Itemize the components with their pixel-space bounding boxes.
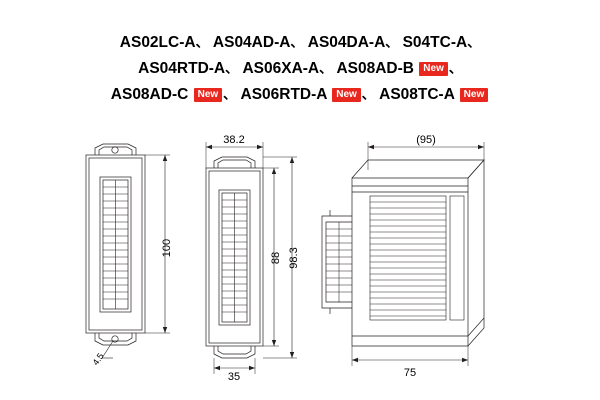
- title-separator: 、: [290, 35, 304, 50]
- dimension-iso-depth: (95): [416, 134, 436, 146]
- model-name-as04ad-a: AS04AD-A: [212, 34, 291, 51]
- title-separator: 、: [385, 35, 399, 50]
- title-separator: 、: [223, 87, 237, 102]
- dimension-side-height-inner: 88: [270, 252, 282, 264]
- title-line-1: AS02LC-A、 AS04AD-A、 AS04DA-A、 S04TC-A、: [0, 30, 600, 56]
- dimension-side-height-outer: 98.3: [288, 247, 300, 268]
- title-separator: 、: [319, 61, 333, 76]
- new-badge: New: [332, 88, 361, 102]
- dimension-iso-width: 75: [404, 367, 416, 379]
- drawing-svg: 100 4.5 38.2 35 88 98.3 (95) 75: [85, 134, 485, 380]
- dimension-mount-hole: 4.5: [90, 351, 105, 367]
- isometric-view: [321, 142, 485, 366]
- side-view: [205, 142, 297, 374]
- new-badge: New: [193, 88, 223, 102]
- dimension-side-width: 38.2: [223, 134, 244, 146]
- model-name-s04tc-a: S04TC-A: [402, 34, 468, 51]
- dimension-front-height: 100: [161, 239, 173, 257]
- model-name-as04rtd-a: AS04RTD-A: [138, 60, 226, 77]
- technical-drawing: 100 4.5 38.2 35 88 98.3 (95) 75: [0, 130, 600, 380]
- model-name-as08ad-c: AS08AD-C: [110, 86, 189, 103]
- model-name-as04da-a: AS04DA-A: [307, 34, 386, 51]
- title-separator: 、: [361, 87, 375, 102]
- front-view: [85, 143, 170, 359]
- model-name-as08ad-b: AS08AD-B: [336, 60, 414, 77]
- title-line-2: AS04RTD-A、 AS06XA-A、 AS08AD-B New、: [0, 56, 600, 82]
- new-badge: New: [459, 88, 489, 102]
- title-line-3: AS08AD-C New、 AS06RTD-A New、 AS08TC-A Ne…: [0, 82, 600, 108]
- new-badge: New: [419, 62, 448, 76]
- title-separator: 、: [448, 61, 462, 76]
- model-name-as02lc-a: AS02LC-A: [119, 34, 196, 51]
- dimension-side-bottom-width: 35: [228, 371, 240, 380]
- title-separator: 、: [225, 61, 239, 76]
- model-name-as06xa-a: AS06XA-A: [242, 60, 320, 77]
- model-title-block: AS02LC-A、 AS04AD-A、 AS04DA-A、 S04TC-A、 A…: [0, 30, 600, 108]
- title-separator: 、: [467, 35, 481, 50]
- model-name-as06rtd-a: AS06RTD-A: [240, 86, 327, 103]
- title-separator: 、: [195, 35, 209, 50]
- model-name-as08tc-a: AS08TC-A: [379, 86, 455, 103]
